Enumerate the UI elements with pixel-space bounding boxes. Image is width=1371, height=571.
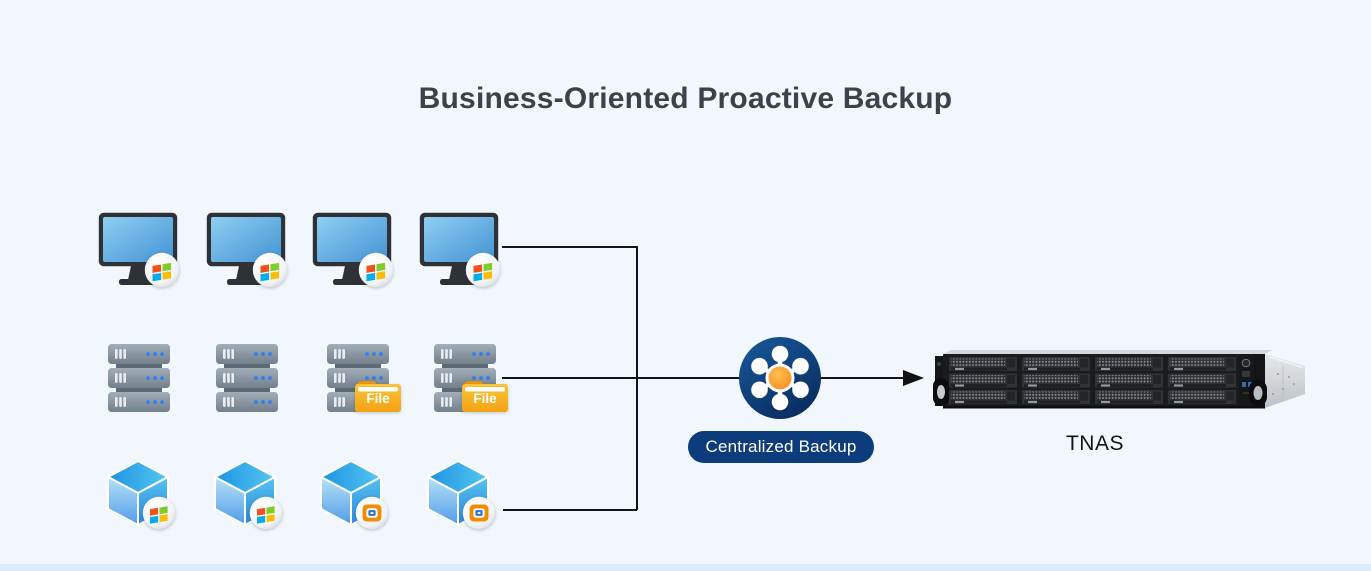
file-server-4: File [434, 344, 496, 417]
tnas-node [933, 344, 1305, 423]
file-folder-badge: File [462, 378, 508, 412]
file-badge-label: File [366, 391, 390, 406]
page-title: Business-Oriented Proactive Backup [418, 82, 953, 115]
bottom-accent-strip [0, 564, 1371, 571]
vm-2 [213, 460, 277, 531]
nas-appliance-icon [933, 344, 1305, 418]
vm-4 [426, 460, 490, 531]
workstation-4 [419, 212, 499, 293]
server-stack-icon [216, 344, 278, 412]
centralized-backup-hub-icon [738, 336, 822, 420]
tnas-label: TNAS [1065, 432, 1124, 455]
workstation-1 [98, 212, 178, 293]
windows-logo-icon [358, 252, 394, 288]
file-server-2 [216, 344, 278, 417]
server-stack-icon [108, 344, 170, 412]
file-server-1 [108, 344, 170, 417]
connector-servers-to-hub-line [502, 377, 905, 379]
windows-logo-icon [142, 496, 176, 530]
windows-logo-icon [249, 496, 283, 530]
workstation-3 [312, 212, 392, 293]
file-badge-label: File [473, 391, 497, 406]
windows-logo-icon [465, 252, 501, 288]
centralized-backup-label: Centralized Backup [688, 431, 874, 463]
centralized-backup-node [738, 336, 822, 425]
file-folder-badge: File [355, 378, 401, 412]
vm-3 [319, 460, 383, 531]
connector-vertical-line [636, 246, 638, 510]
vm-1 [106, 460, 170, 531]
vmware-logo-icon [355, 496, 389, 530]
arrow-icon [903, 369, 924, 386]
file-server-3: File [327, 344, 389, 417]
connector-vms-line [503, 509, 637, 511]
vmware-logo-icon [462, 496, 496, 530]
windows-logo-icon [144, 252, 180, 288]
windows-logo-icon [252, 252, 288, 288]
connector-workstations-line [502, 246, 637, 248]
workstation-2 [206, 212, 286, 293]
